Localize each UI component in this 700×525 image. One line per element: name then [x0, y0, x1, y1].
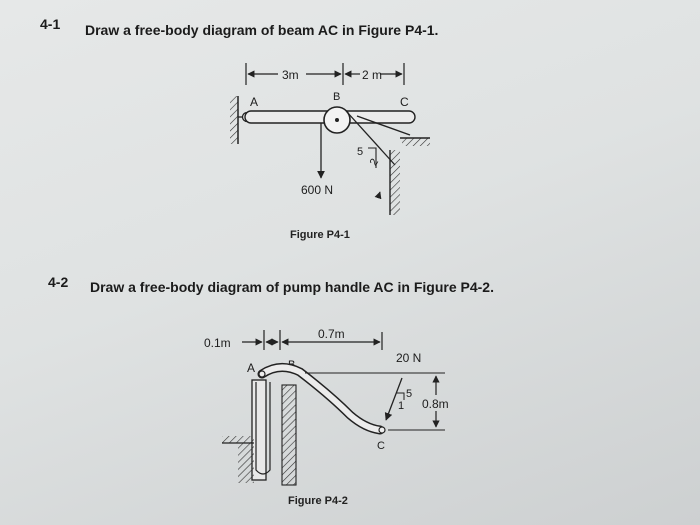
label-b-p4-1: B [333, 91, 340, 103]
cable [346, 111, 396, 166]
dim-label-2m: 2 m [362, 68, 382, 82]
figure-p4-2: 0.1m 0.7m A B C [204, 327, 449, 486]
wall-support-right [389, 150, 400, 215]
dim-label-0-7m: 0.7m [318, 327, 345, 341]
pin-a-p4-2 [258, 370, 266, 378]
dim-label-0-8m: 0.8m [422, 397, 449, 411]
figure-p4-1: 3m 2 m A B C [230, 63, 430, 215]
label-a-p4-2: A [247, 361, 255, 375]
figure-p4-2-caption: Figure P4-2 [288, 495, 348, 507]
roller-b [323, 106, 351, 134]
slope-run-label: 5 [357, 146, 363, 158]
force-label: 20 N [396, 351, 421, 365]
slope-rise-label: 2 [368, 157, 381, 168]
label-c-p4-2: C [377, 440, 385, 452]
problem-1-statement: Draw a free-body diagram of beam AC in F… [85, 22, 439, 38]
dimension-line-p4-1 [245, 63, 405, 85]
force-slope-run: 1 [398, 400, 404, 412]
label-a-p4-1: A [250, 95, 258, 109]
dim-label-3m: 3m [282, 68, 299, 82]
problem-1-number: 4-1 [40, 16, 61, 32]
pump-cylinder [251, 379, 297, 486]
dim-label-0-1m: 0.1m [204, 336, 231, 350]
pump-handle [259, 364, 383, 433]
slope-triangle-p4-1 [368, 147, 377, 168]
dimension-line-p4-2 [242, 330, 383, 350]
load-label: 600 N [301, 183, 333, 197]
pin-c-p4-2 [378, 426, 386, 434]
force-slope-rise: 5 [406, 388, 412, 400]
slope-triangle-p4-2 [396, 392, 405, 400]
small-arrow [374, 191, 382, 200]
problem-2-statement: Draw a free-body diagram of pump handle … [90, 279, 494, 295]
inclined-support [356, 115, 430, 146]
figure-p4-1-caption: Figure P4-1 [290, 229, 350, 241]
problem-2-number: 4-2 [48, 274, 69, 290]
label-c-p4-1: C [400, 95, 409, 109]
ground [222, 436, 254, 483]
force-arrow [384, 377, 403, 421]
wall-support-left [230, 96, 239, 144]
